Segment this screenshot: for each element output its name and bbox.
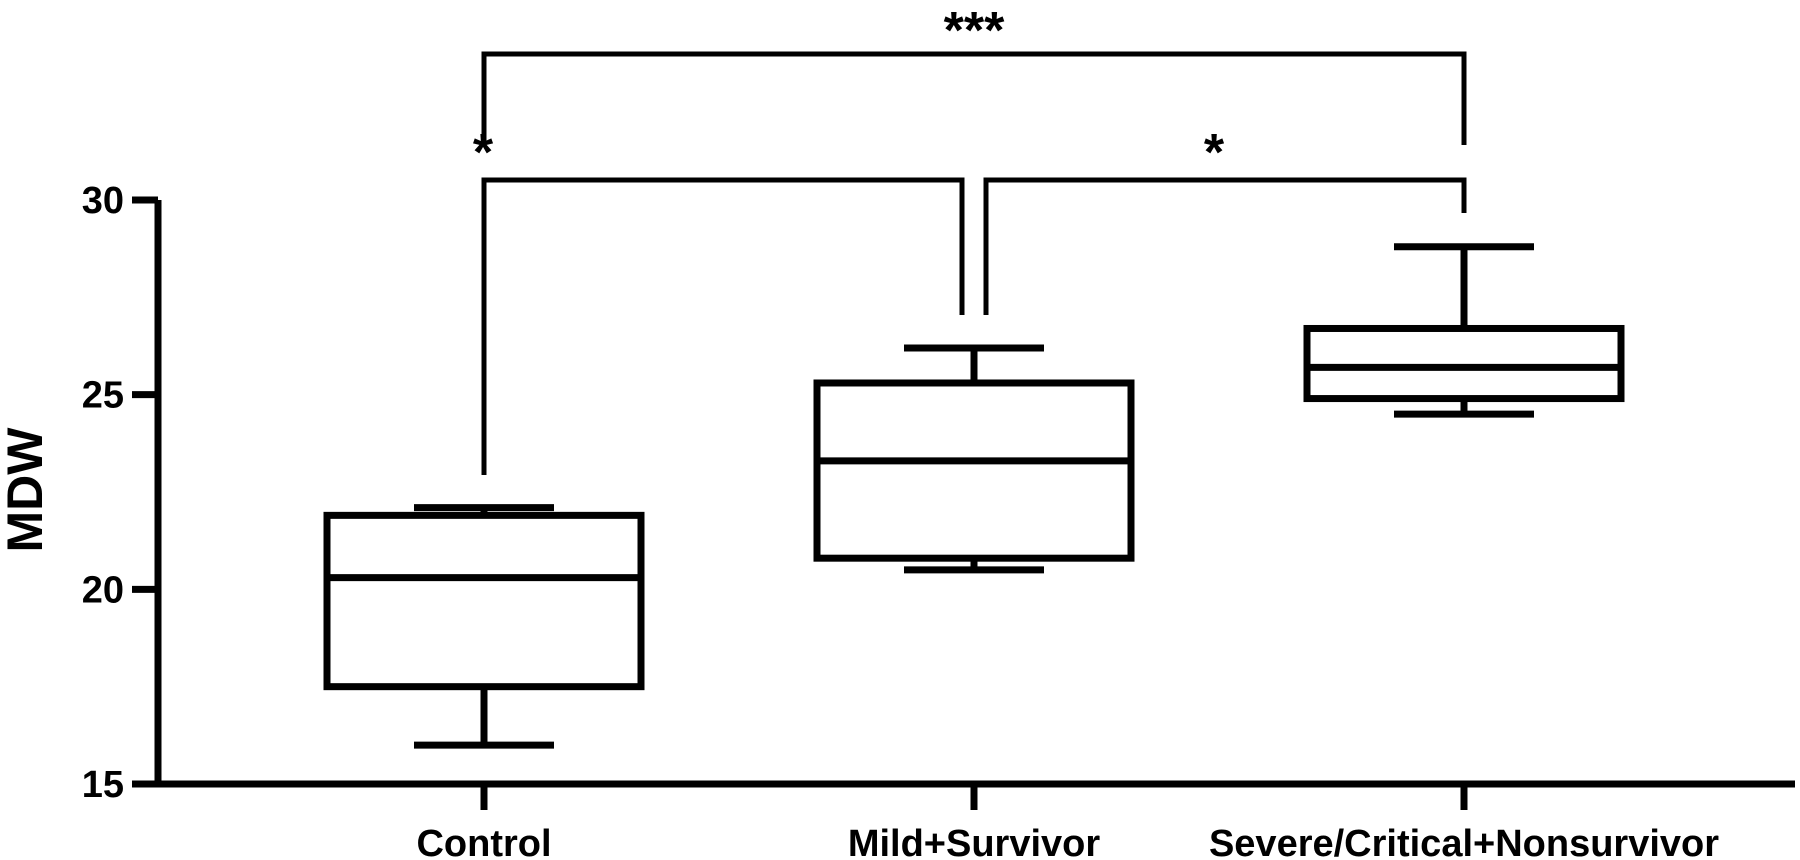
box-control — [323, 504, 645, 749]
box-severe-critical-nonsurvivor — [1303, 243, 1625, 418]
x-category-label: Severe/Critical+Nonsurvivor — [1209, 823, 1719, 860]
y-tick-label: 20 — [82, 569, 124, 611]
significance-brackets: ***** — [473, 2, 1467, 475]
box-mild-survivor — [813, 344, 1135, 574]
iqr-box — [813, 379, 1135, 562]
y-axis-label: MDW — [0, 427, 53, 553]
x-category-label: Mild+Survivor — [848, 823, 1101, 860]
y-tick-label: 15 — [82, 764, 124, 806]
significance-label: * — [1204, 124, 1225, 182]
iqr-box — [323, 511, 645, 691]
significance-bracket: * — [473, 124, 965, 475]
boxes — [323, 243, 1625, 749]
significance-bracket: *** — [481, 2, 1467, 145]
significance-label: *** — [944, 2, 1005, 60]
bracket-line — [983, 177, 1467, 315]
y-tick-label: 30 — [82, 180, 124, 222]
significance-label: * — [473, 124, 494, 182]
bracket-line — [481, 51, 1467, 145]
significance-bracket: * — [983, 124, 1467, 315]
y-tick-label: 25 — [82, 375, 124, 417]
x-category-label: Control — [416, 823, 551, 860]
iqr-box — [1303, 324, 1625, 403]
bracket-line — [481, 177, 965, 475]
